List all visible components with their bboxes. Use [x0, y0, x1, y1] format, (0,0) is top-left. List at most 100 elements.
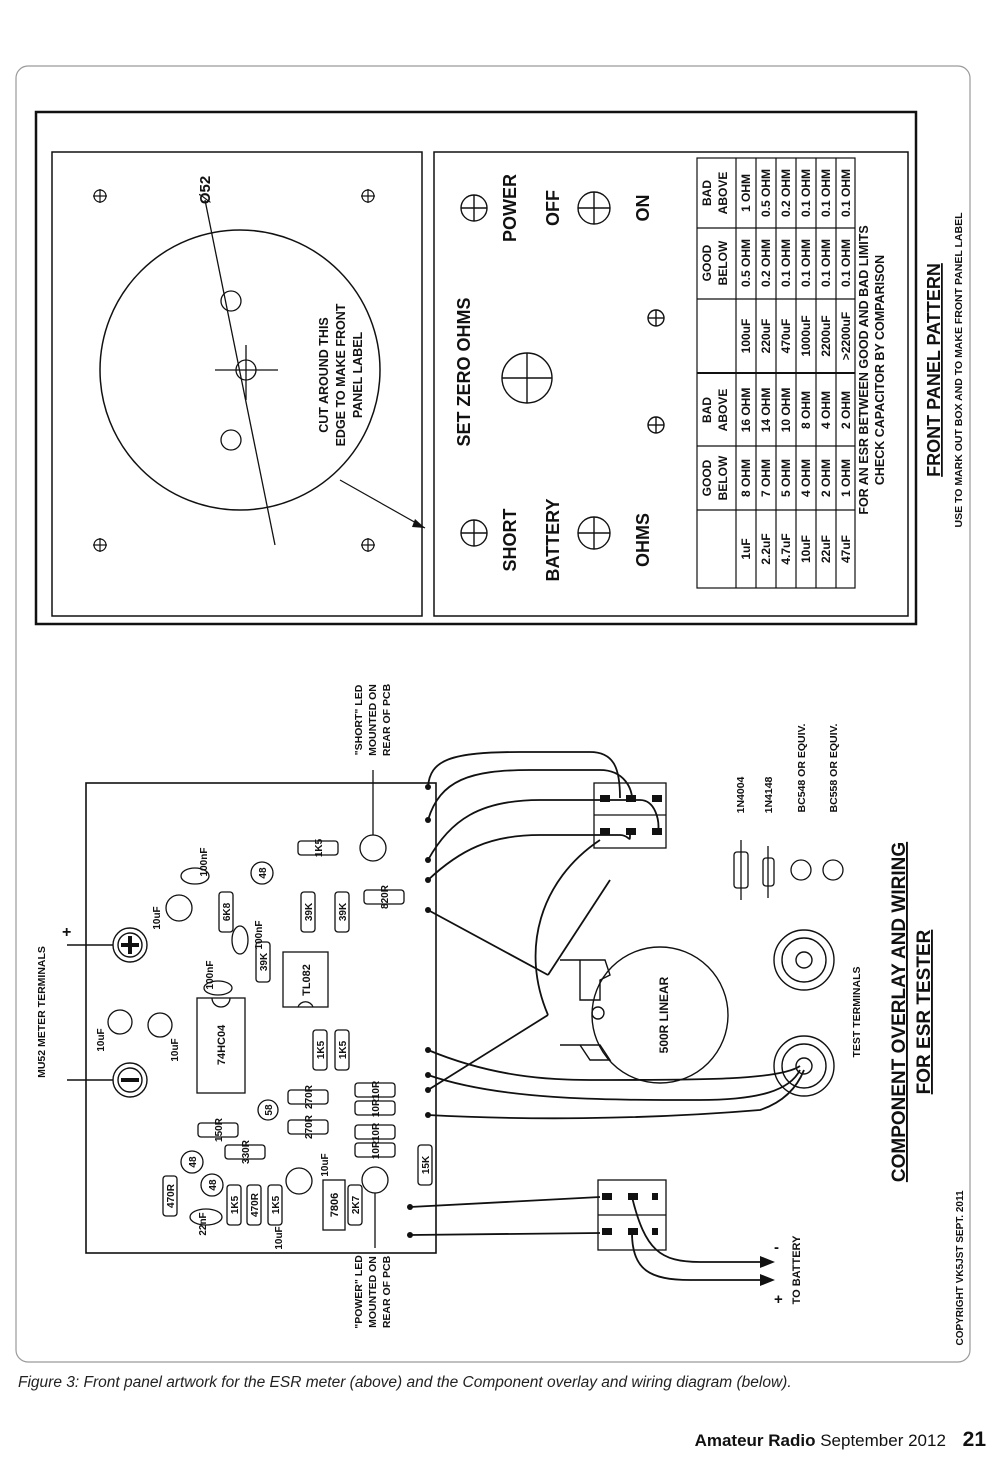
component-overlay: MU52 METER TERMINALS + 74HC04 TL082 7806: [36, 683, 966, 1345]
svg-text:MOUNTED ON: MOUNTED ON: [367, 1256, 379, 1328]
capacitor-label: 100nF: [205, 961, 216, 990]
resistor-r1k5a: 1K5: [297, 838, 339, 857]
label-ohms: OHMS: [633, 513, 653, 567]
hdr-bad-left: BAD: [700, 397, 714, 423]
figure-caption: Figure 3: Front panel artwork for the ES…: [18, 1374, 792, 1391]
esr-cell-left: 14 OHM: [759, 388, 773, 433]
resistor-r10c: 10R: [354, 1122, 396, 1141]
meter-cutout-box: [51, 151, 423, 617]
esr-cell-left: 2 OHM: [839, 391, 853, 429]
esr-cell-right: 2200uF: [819, 315, 833, 356]
leds: [359, 770, 389, 1248]
regulator-body: [322, 1179, 346, 1231]
resistor-label: 270R: [304, 1084, 315, 1109]
svg-text:EDGE TO MAKE FRONT: EDGE TO MAKE FRONT: [334, 303, 348, 446]
capacitor-label: 100nF: [254, 921, 265, 950]
svg-text:1N4004: 1N4004: [735, 776, 747, 813]
esr-cell-right: 1000uF: [799, 315, 813, 356]
esr-cell-right: >2200uF: [839, 312, 853, 360]
esr-cell-right: 220uF: [759, 319, 773, 354]
hdr-bad-left-2: ABOVE: [716, 389, 730, 432]
svg-text:58: 58: [264, 1104, 275, 1116]
esr-cell-left: 1 OHM: [839, 459, 853, 497]
resistor-label: 1K5: [316, 1040, 327, 1059]
esr-cell-right: 0.1 OHM: [799, 169, 813, 217]
resistor-r270b: 270R: [287, 1114, 329, 1139]
svg-text:1N4148: 1N4148: [763, 776, 775, 813]
resistor-r1k5b: 1K5: [312, 1029, 328, 1071]
esr-cell-right: 0.1 OHM: [819, 169, 833, 217]
capacitor-label: 10uF: [96, 1028, 107, 1051]
wiring: [409, 751, 805, 1281]
label-set-zero: SET ZERO OHMS: [454, 297, 474, 446]
hdr-good-right: GOOD: [700, 244, 714, 281]
resistor-label: 15K: [421, 1155, 432, 1174]
capacitor-label: 10uF: [320, 1153, 331, 1176]
esr-cell-left: 8 OHM: [739, 459, 753, 497]
esr-cell-right: 100uF: [739, 319, 753, 354]
svg-text:CUT AROUND THIS: CUT AROUND THIS: [317, 317, 331, 433]
battery-plus: +: [774, 1291, 783, 1308]
control-symbols: [460, 191, 665, 550]
resistor-r1k5d: 1K5: [226, 1184, 242, 1226]
cut-note: CUT AROUND THIS EDGE TO MAKE FRONT PANEL…: [317, 303, 365, 446]
resistor-r39ka: 39K: [300, 891, 316, 933]
esr-cell-right: 0.1 OHM: [819, 239, 833, 287]
resistor-label: 2K7: [351, 1195, 362, 1214]
svg-text:CHECK CAPACITOR BY COMPARISON: CHECK CAPACITOR BY COMPARISON: [873, 255, 887, 485]
mounting-holes: [93, 189, 375, 552]
meter-cutout-circle: [99, 229, 381, 511]
svg-text:BC548 OR EQUIV.: BC548 OR EQUIV.: [796, 723, 808, 812]
resistor-r470a: 470R: [162, 1175, 178, 1217]
overlay-title: COMPONENT OVERLAY AND WIRING: [889, 842, 910, 1182]
diameter-label: Ø52: [197, 176, 214, 204]
resistor-label: 6K8: [222, 902, 233, 921]
resistor-label: 1K5: [271, 1195, 282, 1214]
legend-symbols: [733, 840, 844, 900]
hdr-bad-right-2: ABOVE: [716, 172, 730, 215]
esr-cell-left: 7 OHM: [759, 459, 773, 497]
svg-text:48: 48: [258, 867, 269, 879]
resistor-r270a: 270R: [287, 1084, 329, 1109]
label-battery: BATTERY: [543, 499, 563, 582]
switch-pins: [600, 795, 662, 1235]
front-panel-subtitle: USE TO MARK OUT BOX AND TO MAKE FRONT PA…: [953, 212, 965, 528]
esr-cell-left: 4.7uF: [779, 533, 793, 564]
cut-note-arrow: [339, 479, 426, 529]
transistor-labels: 48 58 48 48: [188, 867, 275, 1191]
capacitor-label: 10uF: [152, 906, 163, 929]
ic-packages: [196, 951, 329, 1094]
resistor-r1k5e: 1K5: [267, 1184, 283, 1226]
controls-box: [433, 151, 909, 617]
esr-cell-right: 0.5 OHM: [759, 169, 773, 217]
copyright: COPYRIGHT VK5JST SEPT. 2011: [955, 1190, 966, 1345]
resistor-label: 150R: [214, 1117, 225, 1142]
capacitor-label: 100nF: [199, 848, 210, 877]
diameter-line: [204, 199, 276, 546]
front-panel-pattern: Ø52 CUT AROUND THIS EDGE TO MAKE FRONT P…: [34, 110, 965, 626]
label-on: ON: [633, 195, 653, 222]
test-terminals-label: TEST TERMINALS: [851, 967, 863, 1058]
test-terminals: [773, 929, 835, 1097]
ic-74hc04: 74HC04: [216, 1024, 228, 1065]
esr-cell-left: 22uF: [819, 535, 833, 563]
resistor-label: 10R: [371, 1140, 382, 1159]
label-off: OFF: [543, 190, 563, 226]
label-power: POWER: [500, 174, 520, 242]
resistor-r10a: 10R: [354, 1080, 396, 1099]
svg-text:48: 48: [208, 1179, 219, 1191]
esr-cell-left: 10uF: [799, 535, 813, 563]
resistor-r10d: 10R: [354, 1140, 396, 1159]
label-short: SHORT: [500, 508, 520, 571]
ic-tl082: TL082: [301, 964, 313, 996]
resistor-r39kc: 39K: [255, 941, 271, 983]
esr-cell-left: 8 OHM: [799, 391, 813, 429]
pot-label: 500R LINEAR: [657, 976, 671, 1053]
regulator-label: 7806: [329, 1193, 341, 1217]
svg-text:BC558 OR EQUIV.: BC558 OR EQUIV.: [828, 723, 840, 812]
esr-cell-left: 4 OHM: [819, 391, 833, 429]
resistor-label: 10R: [371, 1098, 382, 1117]
hdr-good-left-2: BELOW: [716, 455, 730, 500]
hdr-good-right-2: BELOW: [716, 240, 730, 285]
